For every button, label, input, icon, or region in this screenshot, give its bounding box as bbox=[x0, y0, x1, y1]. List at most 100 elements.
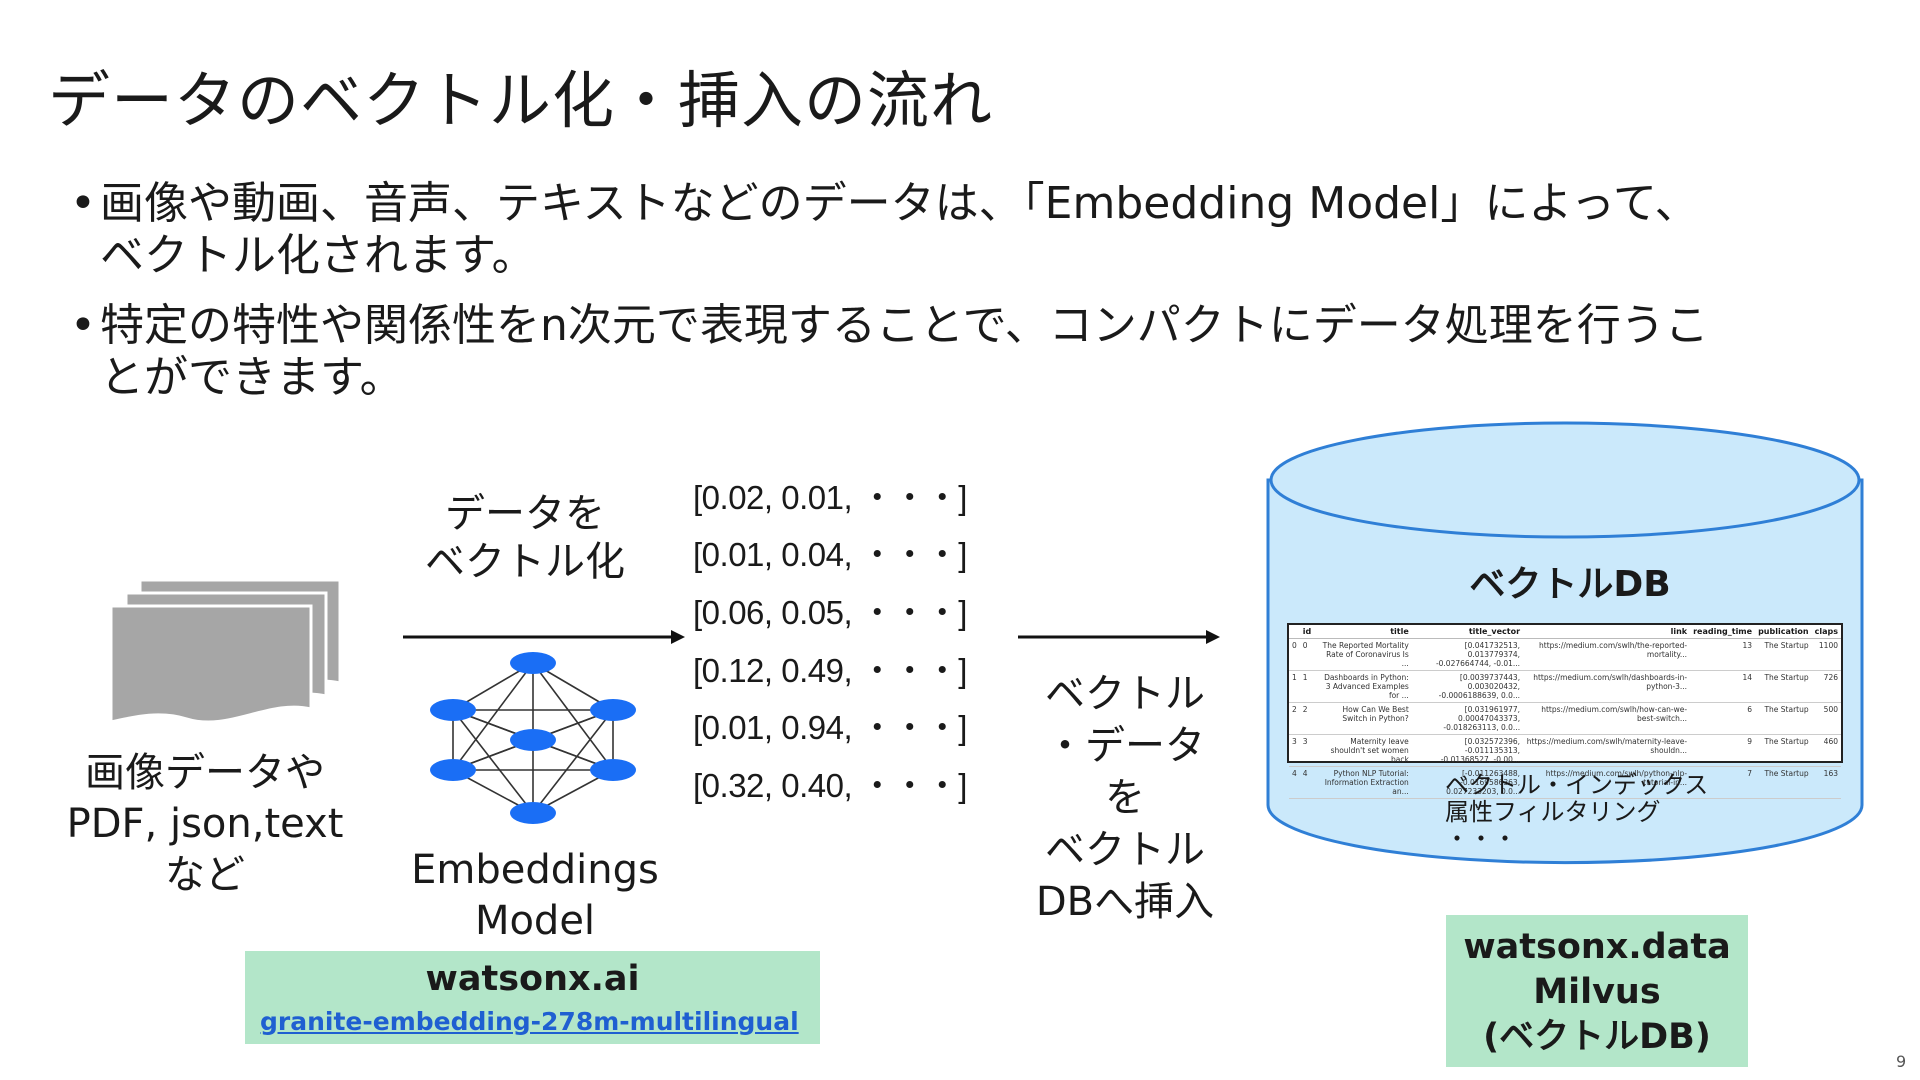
table-row: 2 2 How Can We Best Switch in Python? [0… bbox=[1289, 702, 1841, 735]
insert-label-line-5: DBへ挿入 bbox=[1035, 879, 1215, 925]
table-cell: https://medium.com/swlh/the-reported-mor… bbox=[1523, 638, 1691, 671]
vectorize-label-line-2: ベクトル化 bbox=[425, 539, 625, 585]
insert-label-line-4: ベクトル bbox=[1045, 827, 1205, 873]
table-header: title_vector bbox=[1411, 625, 1524, 639]
insert-label: ベクトル ・データ を ベクトル DBへ挿入 bbox=[1005, 668, 1245, 928]
table-header: publication bbox=[1755, 625, 1812, 639]
insert-label-line-2: ・データ bbox=[1045, 723, 1205, 769]
granite-embedding-link[interactable]: granite-embedding-278m-multilingual bbox=[260, 1007, 799, 1036]
table-cell: 6 bbox=[1690, 702, 1756, 735]
vector-db-notes: ベクトル・インデックス 属性フィルタリング ・・・ bbox=[1445, 772, 1708, 853]
bullet-2-line-1: 特定の特性や関係性をn次元で表現することで、コンパクトにデータ処理を行うこ bbox=[100, 300, 1709, 351]
bullet-2-line-2: とができます。 bbox=[100, 352, 404, 403]
table-cell: Python NLP Tutorial: Information Extract… bbox=[1314, 766, 1412, 799]
table-cell: The Startup bbox=[1755, 734, 1812, 767]
table-cell: https://medium.com/swlh/dashboards-in-py… bbox=[1523, 670, 1691, 703]
insert-arrow bbox=[1018, 630, 1220, 644]
bullet-1: • 画像や動画、音声、テキストなどのデータは、「Embedding Model」… bbox=[70, 178, 1870, 282]
vector-row: [0.01, 0.04, ・・・] bbox=[693, 536, 967, 573]
table-cell: 500 bbox=[1811, 702, 1841, 735]
table-cell: https://medium.com/swlh/maternity-leave-… bbox=[1523, 734, 1691, 767]
table-header: id bbox=[1299, 625, 1315, 639]
table-cell: 4 bbox=[1299, 766, 1315, 799]
table-cell: 1 bbox=[1299, 670, 1315, 703]
watsonx-ai-title: watsonx.ai bbox=[425, 959, 640, 999]
document-stack-icon bbox=[109, 578, 342, 724]
neural-network-icon bbox=[430, 652, 636, 824]
table-cell: Maternity leave shouldn't set women back bbox=[1314, 734, 1412, 767]
table-header: reading_time bbox=[1690, 625, 1756, 639]
vector-row: [0.06, 0.05, ・・・] bbox=[693, 594, 967, 631]
table-cell: 726 bbox=[1811, 670, 1841, 703]
table-cell: 0 bbox=[1289, 638, 1300, 671]
table-cell: 7 bbox=[1690, 766, 1756, 799]
table-cell: 460 bbox=[1811, 734, 1841, 767]
table-cell: The Startup bbox=[1755, 638, 1812, 671]
table-header: link bbox=[1523, 625, 1691, 639]
watsonx-data-callout: watsonx.data Milvus (ベクトルDB) bbox=[1446, 915, 1748, 1067]
table-cell: 13 bbox=[1690, 638, 1756, 671]
watsonx-ai-callout: watsonx.ai granite-embedding-278m-multil… bbox=[245, 951, 820, 1044]
table-cell: [0.032572396, -0.011135313, -0.01368527,… bbox=[1411, 734, 1524, 767]
source-label: 画像データや PDF, json,text など bbox=[50, 748, 360, 901]
vectorize-arrow bbox=[403, 630, 685, 644]
table-cell: Dashboards in Python: 3 Advanced Example… bbox=[1314, 670, 1412, 703]
table-row: 4 4 Python NLP Tutorial: Information Ext… bbox=[1289, 766, 1841, 799]
table-cell: 1100 bbox=[1811, 638, 1841, 671]
table-cell: The Reported Mortality Rate of Coronavir… bbox=[1314, 638, 1412, 671]
source-label-line-2: PDF, json,text bbox=[66, 801, 344, 847]
table-cell: 2 bbox=[1299, 702, 1315, 735]
source-label-line-3: など bbox=[165, 852, 245, 898]
watsonx-data-line-2: Milvus bbox=[1533, 972, 1661, 1012]
table-header bbox=[1289, 625, 1300, 639]
table-header: title bbox=[1314, 625, 1412, 639]
table-cell: The Startup bbox=[1755, 766, 1812, 799]
vectorize-label: データを ベクトル化 bbox=[395, 490, 655, 586]
table-cell: 9 bbox=[1690, 734, 1756, 767]
table-cell: 3 bbox=[1289, 734, 1300, 767]
bullet-1-line-1: 画像や動画、音声、テキストなどのデータは、「Embedding Model」によ… bbox=[100, 178, 1699, 229]
table-cell: The Startup bbox=[1755, 702, 1812, 735]
watsonx-data-line-1: watsonx.data bbox=[1463, 927, 1731, 967]
table-cell: How Can We Best Switch in Python? bbox=[1314, 702, 1412, 735]
page-number: 9 bbox=[1896, 1052, 1907, 1071]
vector-row: [0.01, 0.94, ・・・] bbox=[693, 709, 967, 746]
table-row: 0 0 The Reported Mortality Rate of Coron… bbox=[1289, 638, 1841, 671]
insert-label-line-1: ベクトル bbox=[1045, 671, 1205, 717]
watsonx-data-title: watsonx.data Milvus (ベクトルDB) bbox=[1446, 925, 1748, 1060]
vector-db-table: id title title_vector link reading_time … bbox=[1287, 623, 1843, 799]
table-cell: 4 bbox=[1289, 766, 1300, 799]
vector-db-note: ベクトル・インデックス bbox=[1445, 771, 1709, 799]
table-cell: [0.031961977, 0.00047043373, -0.01826311… bbox=[1411, 702, 1524, 735]
table-cell: 2 bbox=[1289, 702, 1300, 735]
table-cell: The Startup bbox=[1755, 670, 1812, 703]
bullet-1-line-2: ベクトル化されます。 bbox=[100, 230, 536, 281]
watsonx-data-line-3: (ベクトルDB) bbox=[1483, 1017, 1711, 1057]
table-cell: [-0.011263488, -0.0169586363, 0.02723320… bbox=[1411, 766, 1524, 799]
table-header: claps bbox=[1811, 625, 1841, 639]
bullet-dot: • bbox=[70, 178, 96, 229]
table-cell: 0 bbox=[1299, 638, 1315, 671]
vector-db-note: ・・・ bbox=[1445, 825, 1517, 853]
vectorize-label-line-1: データを bbox=[445, 491, 605, 537]
vector-db-note: 属性フィルタリング bbox=[1445, 798, 1661, 826]
table-row: 3 3 Maternity leave shouldn't set women … bbox=[1289, 734, 1841, 767]
insert-label-line-3: を bbox=[1105, 775, 1145, 821]
embedding-model-label: Embeddings Model bbox=[390, 845, 680, 947]
table-header-row: id title title_vector link reading_time … bbox=[1289, 625, 1841, 639]
table-cell: [0.041732513, 0.013779374, -0.027664744,… bbox=[1411, 638, 1524, 671]
table-cell: 1 bbox=[1289, 670, 1300, 703]
table-cell: 14 bbox=[1690, 670, 1756, 703]
vector-row: [0.02, 0.01, ・・・] bbox=[693, 479, 967, 516]
vector-db-title: ベクトルDB bbox=[1469, 564, 1671, 605]
table-cell: [0.0039737443, 0.003020432, -0.000618863… bbox=[1411, 670, 1524, 703]
vector-row: [0.32, 0.40, ・・・] bbox=[693, 767, 967, 804]
table-cell: https://medium.com/swlh/python-nlp-tutor… bbox=[1523, 766, 1691, 799]
embedding-model-label-line-2: Model bbox=[474, 898, 596, 944]
table-cell: 3 bbox=[1299, 734, 1315, 767]
table-row: 1 1 Dashboards in Python: 3 Advanced Exa… bbox=[1289, 670, 1841, 703]
table-cell: https://medium.com/swlh/how-can-we-best-… bbox=[1523, 702, 1691, 735]
embedding-model-label-line-1: Embeddings bbox=[411, 847, 659, 893]
bullet-dot: • bbox=[70, 300, 96, 351]
table-cell: 163 bbox=[1811, 766, 1841, 799]
